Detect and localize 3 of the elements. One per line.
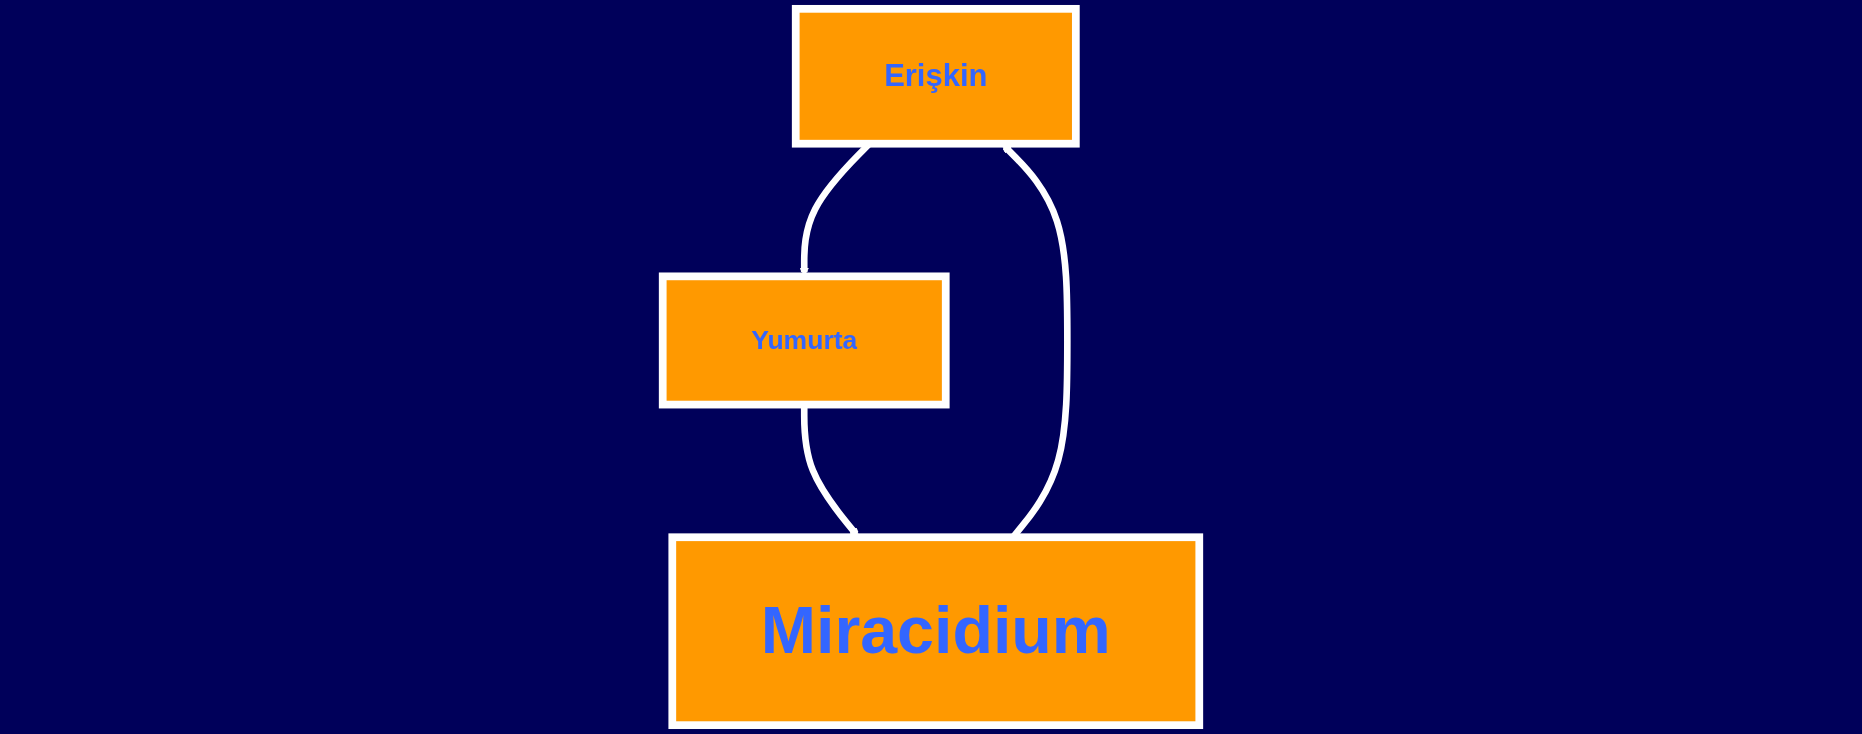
node-box: Miracidium [668,533,1204,730]
node-box: Yumurta [658,272,950,409]
node-box: Erişkin [791,4,1080,148]
